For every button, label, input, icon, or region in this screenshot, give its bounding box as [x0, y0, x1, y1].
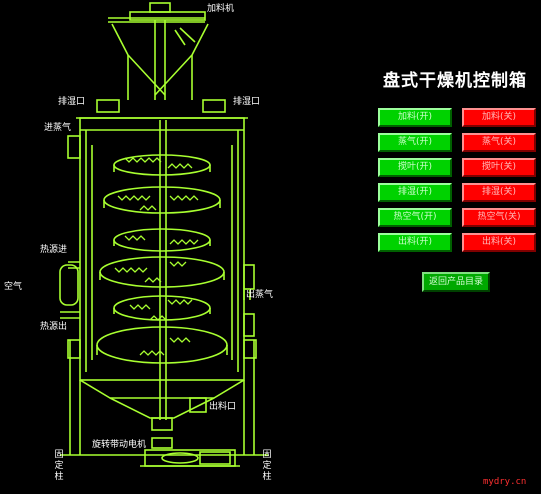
feeder-label: 加料机 [207, 4, 235, 14]
stirrer-on-button[interactable]: 搅叶(开) [378, 158, 452, 177]
feed-on-button[interactable]: 加料(开) [378, 108, 452, 127]
air-label: 空气 [4, 282, 23, 292]
feeder-hopper [108, 2, 209, 100]
dehumidify-on-button[interactable]: 排湿(开) [378, 183, 452, 202]
feed-off-button[interactable]: 加料(关) [462, 108, 536, 127]
steam-in-label: 进蒸气 [44, 123, 72, 133]
stirrer-off-button[interactable]: 搅叶(关) [462, 158, 536, 177]
heat-in-label: 热源进 [40, 245, 68, 255]
hot-air-on-button[interactable]: 热空气(开) [378, 208, 452, 227]
hot-air-off-button[interactable]: 热空气(关) [462, 208, 536, 227]
column-right-label: 固定柱 [262, 450, 272, 482]
dehumidify-off-button[interactable]: 排湿(关) [462, 183, 536, 202]
control-panel-title: 盘式干燥机控制箱 [383, 71, 527, 91]
discharge-off-button[interactable]: 出料(关) [462, 233, 536, 252]
side-ports [59, 135, 255, 337]
rake-arms [114, 157, 199, 356]
heat-out-label: 热源出 [40, 322, 68, 332]
vent-left-label: 排湿口 [58, 97, 86, 107]
bottom-cone [79, 379, 245, 431]
steam-off-button[interactable]: 蒸气(关) [462, 133, 536, 152]
dryer-discs [96, 154, 228, 364]
discharge-on-button[interactable]: 出料(开) [378, 233, 452, 252]
drive-motor [140, 437, 240, 467]
watermark: mydry.cn [483, 477, 527, 487]
steam-out-label: 出蒸气 [246, 290, 274, 300]
steam-on-button[interactable]: 蒸气(开) [378, 133, 452, 152]
vent-right-label: 排湿口 [233, 97, 261, 107]
return-catalog-button[interactable]: 返回产品目录 [422, 272, 490, 292]
vent-stubs [96, 99, 226, 113]
vessel-body [76, 117, 248, 381]
discharge-port-label: 出料口 [209, 402, 237, 412]
motor-label: 旋转带动电机 [92, 440, 147, 450]
column-left-label: 固定柱 [54, 450, 64, 482]
